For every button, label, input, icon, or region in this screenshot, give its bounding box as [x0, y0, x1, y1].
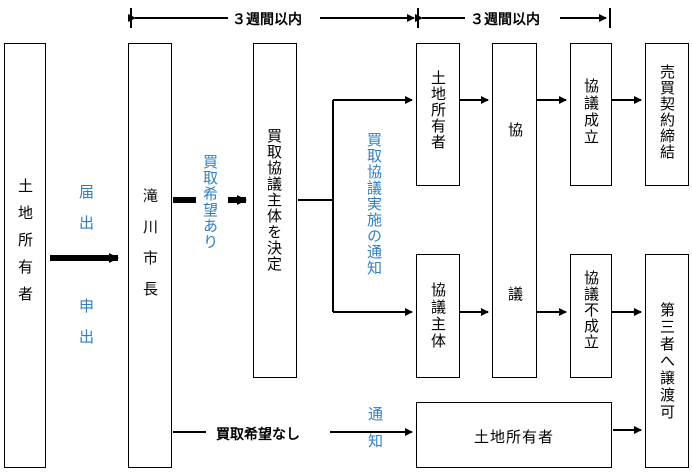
box-landowner-top: [416, 43, 460, 186]
no-agreement-label: 協議不成立: [582, 270, 600, 350]
transfer-third-label: 第三者へ譲渡可: [658, 302, 676, 421]
landowner-top-label: 土地所有者: [429, 70, 447, 150]
contract-label: 売買契約締結: [658, 64, 676, 160]
timeline-bracket-right: [415, 8, 611, 28]
box-transfer-third: [645, 254, 689, 468]
box-contract: [645, 43, 689, 186]
landowner-left-label: 土地所有者: [16, 178, 34, 313]
timeline-right-label: ３週間以内: [470, 12, 540, 28]
box-kyogi: [492, 43, 537, 378]
negotiation-notice-label: 買取協議実施の通知: [365, 132, 383, 276]
application-label: 申出: [77, 298, 95, 360]
box-landowner-left: [4, 43, 46, 468]
notify-label: 通知: [366, 406, 384, 460]
no-purchase-wish-label: 買取希望なし: [216, 427, 300, 443]
timeline-left-label: ３週間以内: [232, 12, 302, 28]
box-no-agreement: [570, 254, 612, 378]
arrow-branch: [298, 96, 413, 316]
box-landowner-bottom: [416, 402, 612, 468]
purchase-wish-label: 買取希望あり: [201, 154, 219, 250]
mayor-label: 滝川市長: [141, 188, 159, 312]
timeline-bracket-left: [128, 8, 419, 28]
box-decide-buyer: [253, 43, 297, 378]
kyogi-top-label: 協: [506, 122, 524, 140]
box-mayor: [128, 43, 172, 468]
notice-label: 届出: [77, 184, 95, 246]
decide-buyer-label: 買取協議主体を決定: [265, 128, 283, 272]
landowner-bottom-label: 土地所有者: [473, 428, 554, 446]
box-agreement: [570, 43, 612, 186]
kyogi-bottom-label: 議: [506, 286, 524, 304]
agreement-label: 協議成立: [582, 78, 600, 146]
arrow-no-purchase: [173, 426, 642, 436]
negotiating-body-label: 協議主体: [429, 282, 447, 350]
box-negotiating-body: [416, 254, 460, 378]
